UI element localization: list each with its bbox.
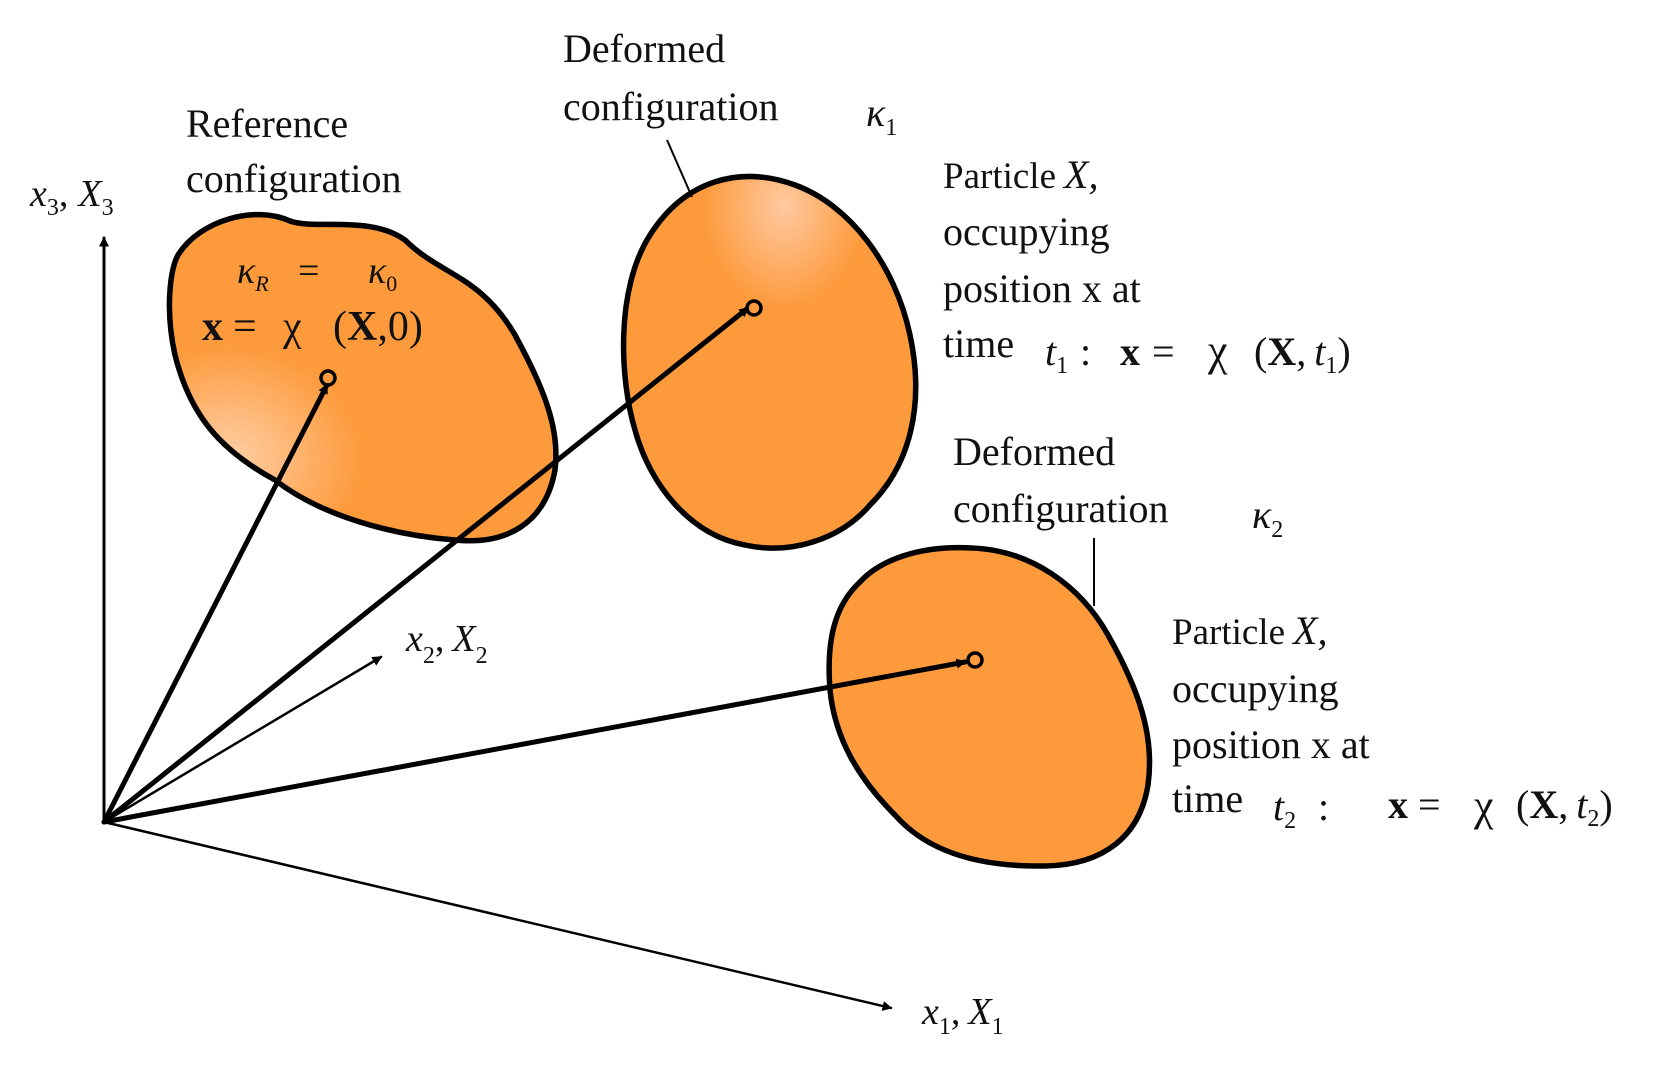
deformed2-particle-point	[966, 651, 984, 669]
reference-title-line1: Reference	[186, 101, 348, 146]
deformed-configuration-2-body	[826, 544, 1153, 869]
x2-axis-label: x2,X2	[405, 618, 488, 669]
reference-title-line2: configuration	[186, 156, 402, 201]
deformed1-leader-line	[666, 139, 693, 198]
reference-motion-equation: x=χ(X,0)	[202, 304, 423, 350]
reference-kappa-equation: κR=κ0	[237, 250, 397, 296]
deformed1-position-vector	[101, 305, 751, 825]
reference-configuration-body	[166, 211, 559, 544]
particle1-line3: position x at	[943, 266, 1141, 311]
particle2-line3: position x at	[1172, 722, 1370, 767]
deformed1-title-line1: Deformed	[563, 26, 725, 71]
x1-axis-arrow	[102, 820, 893, 1011]
x2-axis-arrow	[102, 655, 383, 824]
deformed1-particle-point	[745, 299, 763, 317]
x3-axis-label: x3,X3	[29, 173, 114, 221]
particle2-line2: occupying	[1172, 666, 1339, 711]
deformed-configuration-1-body	[620, 173, 919, 551]
deformed2-title-line1: Deformed	[953, 429, 1115, 474]
reference-position-vector	[101, 382, 330, 825]
particle1-line2: occupying	[943, 209, 1110, 254]
x1-axis-label: x1,X1	[921, 991, 1004, 1040]
deformed2-position-vector	[101, 658, 968, 825]
reference-particle-point	[319, 369, 337, 387]
